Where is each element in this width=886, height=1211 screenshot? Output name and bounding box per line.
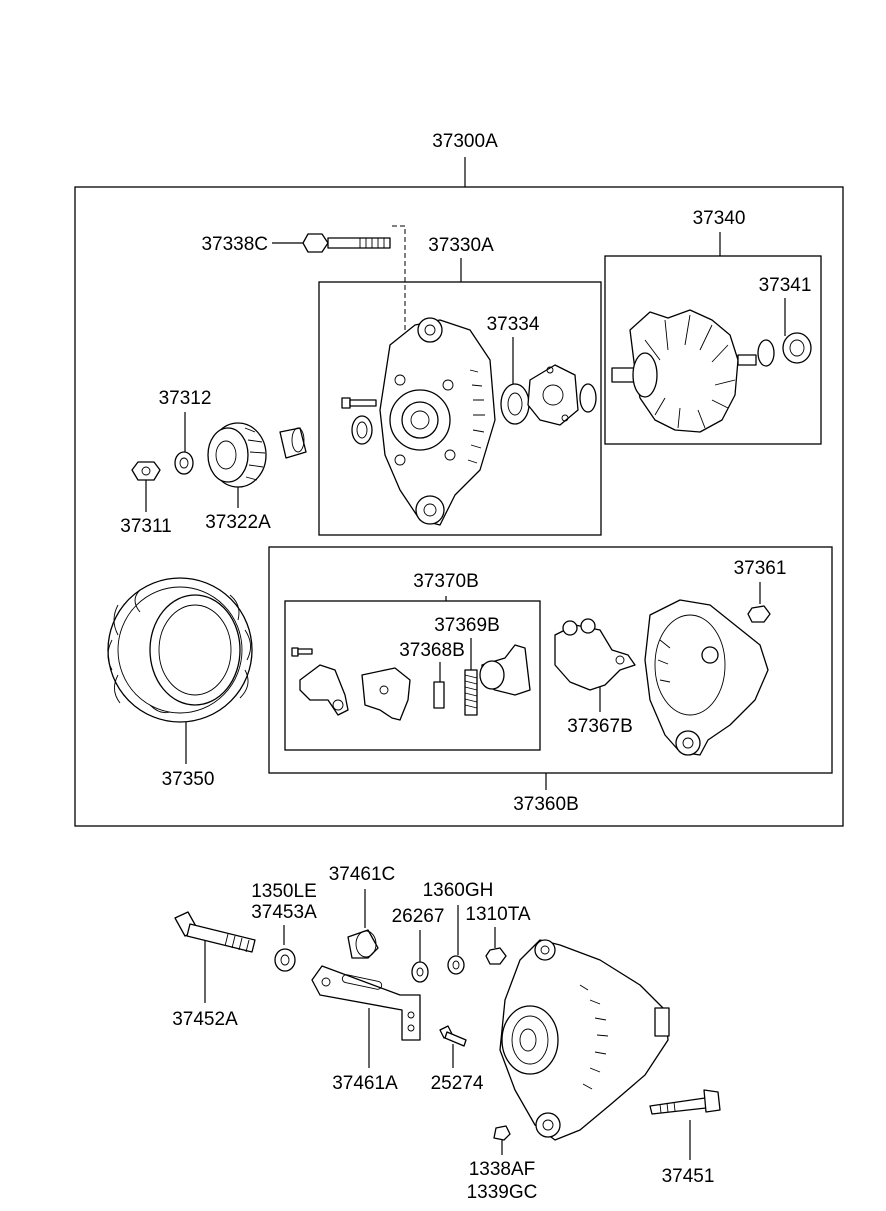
spacer-collar-part	[279, 427, 307, 459]
brush-part	[433, 681, 445, 709]
spacer-part	[274, 948, 296, 972]
rotor-box	[604, 255, 822, 445]
label-brush-holder: 37370B	[413, 571, 479, 592]
label-bearing-rear: 37341	[759, 275, 812, 296]
label-nut: 37311	[120, 516, 171, 537]
label-bolt-mount: 37451	[662, 1166, 715, 1187]
label-rear-nut: 37361	[734, 558, 787, 579]
bolt-long-part	[174, 911, 256, 953]
brace-part	[311, 965, 421, 1041]
label-rectifier: 37367B	[567, 716, 633, 737]
terminal-plate-part	[299, 664, 349, 716]
label-bolt-long: 37452A	[172, 1009, 238, 1030]
label-washer-b: 26267	[392, 906, 445, 927]
label-stator: 37350	[162, 769, 215, 790]
rotor-part	[611, 309, 757, 433]
seal-ring-part	[351, 415, 373, 445]
bearing-rear-part	[757, 332, 812, 367]
label-rear-bracket: 37360B	[513, 794, 579, 815]
front-bracket-part	[379, 317, 496, 526]
label-bushing: 37461C	[329, 864, 396, 885]
spring-part	[464, 669, 478, 716]
stator-part	[107, 577, 253, 723]
label-bolt-front: 37338C	[201, 234, 268, 255]
label-nut-b: 1338AF	[469, 1159, 536, 1180]
label-nut-a: 1310TA	[465, 904, 530, 925]
small-screw-part	[341, 397, 377, 409]
brush-body-part	[361, 667, 411, 721]
rear-bracket-box	[268, 546, 833, 774]
nut-a-part	[485, 947, 507, 965]
leader-lines	[145, 157, 786, 1160]
bearing-front-part	[500, 383, 530, 425]
cap-part	[479, 644, 531, 696]
rear-nut-part	[747, 605, 771, 623]
washer-a-part	[447, 955, 465, 975]
bolt-front-part	[302, 233, 391, 253]
brush-screw-part	[291, 647, 313, 657]
label-bolt-short: 25274	[431, 1073, 484, 1094]
label-assembly: 37300A	[432, 131, 498, 152]
rear-bracket-part	[644, 599, 769, 756]
label-pulley: 37322A	[205, 512, 271, 533]
label-rotor: 37340	[693, 208, 746, 229]
brush-holder-box	[284, 600, 541, 751]
label-brace: 37461A	[332, 1073, 398, 1094]
nut-part	[131, 461, 161, 481]
label-washer-a: 1360GH	[423, 880, 494, 901]
retainer-plate-part	[527, 364, 597, 426]
washer-part	[174, 451, 194, 475]
pulley-part	[207, 422, 267, 488]
nut-b-part	[493, 1125, 511, 1141]
washer-b-part	[411, 961, 429, 983]
assembly-box	[74, 186, 844, 827]
bolt-mount-part	[649, 1089, 721, 1115]
bolt-short-part	[439, 1025, 467, 1047]
label-washer: 37312	[159, 388, 212, 409]
label-brush: 37368B	[399, 640, 465, 661]
part-labels: 37300A 37338C 37330A 37334 37340 37341 3…	[120, 131, 811, 1203]
label-spacer-a: 1350LE	[251, 881, 317, 902]
rectifier-part	[554, 618, 636, 691]
label-front-bracket: 37330A	[428, 235, 494, 256]
alternator-assembly-part	[499, 939, 670, 1141]
front-bracket-box	[318, 281, 602, 536]
label-spring: 37369B	[434, 615, 500, 636]
label-bearing-front: 37334	[487, 314, 540, 335]
label-nut-c: 1339GC	[467, 1182, 538, 1203]
bushing-part	[347, 929, 379, 959]
label-spacer-b: 37453A	[251, 902, 317, 923]
